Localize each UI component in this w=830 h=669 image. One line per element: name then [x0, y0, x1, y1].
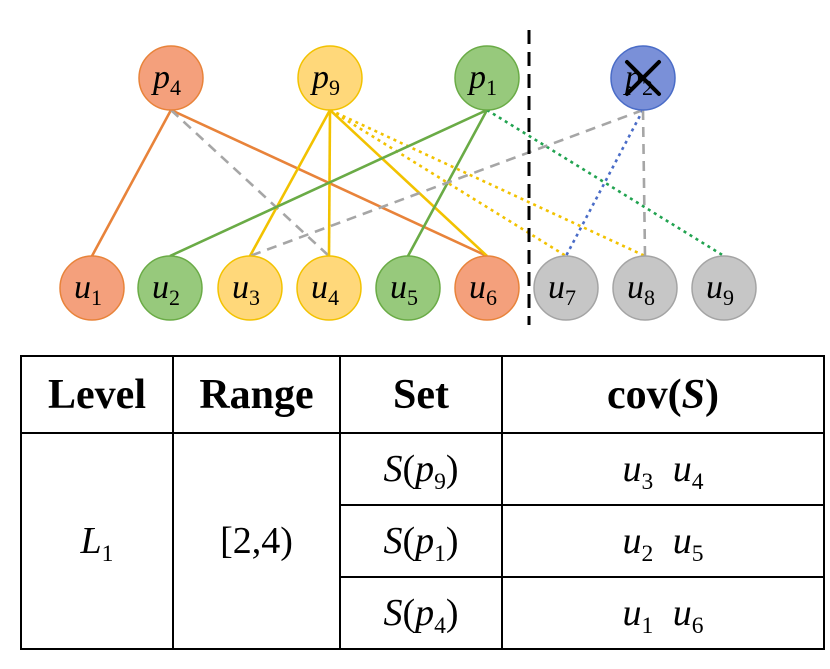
set-cell: S(p4) [339, 576, 503, 650]
node-p1: p1 [454, 45, 520, 111]
table-row: S(p1) u2 u5 [21, 504, 825, 578]
node-circle [691, 255, 757, 321]
node-circle [137, 255, 203, 321]
edge-p2-u7 [564, 109, 645, 257]
edge-p9-u8 [329, 108, 646, 258]
node-label: u5 [390, 269, 418, 310]
edge-p9-u7 [329, 108, 567, 258]
node-circle [138, 45, 204, 111]
node-label: u6 [469, 269, 497, 310]
node-u7: u7 [533, 255, 599, 321]
node-circle [454, 255, 520, 321]
node-p9: p9 [297, 45, 363, 111]
node-circle [297, 45, 363, 111]
node-label: p2 [623, 59, 653, 100]
set-cell: S(p9) [339, 432, 503, 506]
node-u8: u8 [612, 255, 678, 321]
node-u5: u5 [375, 255, 441, 321]
edge-p9-u3 [248, 109, 332, 257]
nodes-layer: p4 p9 p1 p2 u1 u2 u3 u4 u5 u6 u7 u8 u9 [59, 45, 757, 321]
edge-p2-u8 [641, 109, 647, 257]
node-u2: u2 [137, 255, 203, 321]
node-u9: u9 [691, 255, 757, 321]
node-u1: u1 [59, 255, 125, 321]
node-label: p9 [310, 59, 340, 100]
coverage-table: Level Range Set cov(S) L1 [2,4) S(p9) u3… [20, 355, 825, 650]
edge-p2-u3 [249, 108, 644, 258]
node-label: u8 [627, 269, 655, 310]
header-level: Level [20, 355, 174, 434]
cross-out-icon [625, 60, 661, 96]
range-cell: [2,4) [172, 432, 341, 650]
table-row: S(p4) u1 u6 [21, 576, 825, 650]
node-label: u3 [232, 269, 260, 310]
edge-p1-u9 [486, 108, 725, 258]
node-p2: p2 [610, 45, 676, 111]
header-range: Range [172, 355, 341, 434]
node-circle [296, 255, 362, 321]
node-p4: p4 [138, 45, 204, 111]
cov-cell: u3 u4 [501, 432, 825, 506]
cov-cell: u2 u5 [501, 504, 825, 578]
set-cell: S(p1) [339, 504, 503, 578]
node-circle [612, 255, 678, 321]
node-u3: u3 [217, 255, 283, 321]
node-u6: u6 [454, 255, 520, 321]
node-circle [454, 45, 520, 111]
edge-p1-u2 [169, 108, 488, 258]
node-circle [533, 255, 599, 321]
bipartite-graph: p4 p9 p1 p2 u1 u2 u3 u4 u5 u6 u7 u8 u9 [59, 30, 757, 325]
header-cov: cov(S) [501, 355, 825, 434]
node-label: p4 [151, 59, 181, 100]
node-label: u4 [311, 269, 339, 310]
node-label: u1 [74, 269, 102, 310]
node-circle [375, 255, 441, 321]
edge-p4-u1 [90, 109, 173, 257]
node-circle [59, 255, 125, 321]
node-label: u2 [152, 269, 180, 310]
edges-layer [90, 108, 725, 258]
node-label: u7 [548, 269, 576, 310]
edge-p4-u4 [170, 109, 330, 257]
node-u4: u4 [296, 255, 362, 321]
node-label: p1 [467, 59, 497, 100]
table-row: L1 [2,4) S(p9) u3 u4 [20, 432, 825, 650]
header-set: Set [339, 355, 503, 434]
edge-p9-u6 [329, 109, 488, 257]
level-cell: L1 [20, 432, 174, 650]
node-label: u9 [706, 269, 734, 310]
cov-cell: u1 u6 [501, 576, 825, 650]
node-circle [217, 255, 283, 321]
table-header-row: Level Range Set cov(S) [20, 355, 825, 434]
